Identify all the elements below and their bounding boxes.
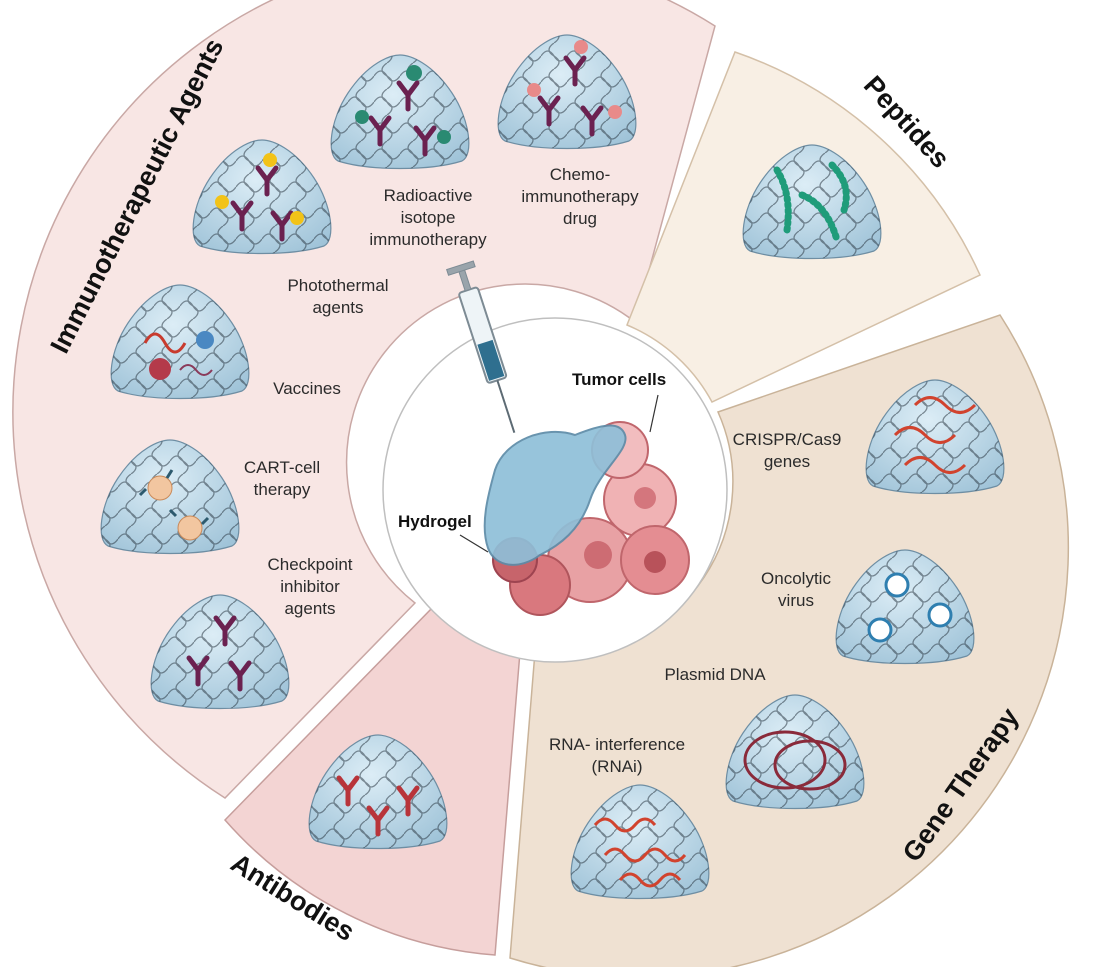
label-line: agents — [312, 298, 363, 317]
syringe-icon — [446, 260, 516, 433]
plasmid-gel-graphic — [725, 694, 865, 810]
rnai-gel-graphic — [570, 784, 710, 900]
label-line: isotope — [401, 208, 456, 227]
chemo-label: Chemo-immunotherapy drug — [521, 165, 639, 228]
sector-immunotherapeutic-agents — [12, 0, 716, 799]
cart-gel-graphic — [100, 439, 240, 555]
label-line: (RNAi) — [592, 757, 643, 776]
label-line: Checkpoint — [267, 555, 352, 574]
label-line: genes — [764, 452, 810, 471]
crispr-label: CRISPR/Cas9 genes — [733, 430, 842, 471]
label-line: therapy — [254, 480, 311, 499]
cart-label: CART-cell therapy — [244, 458, 320, 499]
checkpoint-label: Checkpoint inhibitor agents — [267, 555, 352, 618]
label-line: immunotherapy — [521, 187, 639, 206]
label-line: Chemo- — [550, 165, 610, 184]
hydrogel-graphic — [483, 424, 627, 566]
radioactive-gel-graphic — [330, 54, 470, 170]
label-line: immunotherapy — [369, 230, 487, 249]
oncolytic-label: Oncolytic virus — [761, 569, 831, 610]
label-line: RNA- interference — [549, 735, 685, 754]
vaccines-label: Vaccines — [273, 379, 341, 398]
label-line: virus — [778, 591, 814, 610]
rnai-label: RNA- interference (RNAi) — [549, 735, 685, 776]
label-line: CRISPR/Cas9 — [733, 430, 842, 449]
label-line: Radioactive — [384, 186, 473, 205]
label-line: agents — [284, 599, 335, 618]
label-line: drug — [563, 209, 597, 228]
vaccines-gel-graphic — [110, 284, 250, 400]
label-line: Oncolytic — [761, 569, 831, 588]
hydrogel-label: Hydrogel — [398, 512, 472, 531]
plasmid-label: Plasmid DNA — [664, 665, 766, 684]
photothermal-gel-graphic — [192, 139, 332, 255]
photothermal-label: Photothermal agents — [287, 276, 388, 317]
chemo-gel-graphic — [497, 34, 637, 150]
label-line: inhibitor — [280, 577, 340, 596]
oncolytic-gel-graphic — [835, 549, 975, 665]
label-line: Plasmid DNA — [664, 665, 766, 684]
label-line: Vaccines — [273, 379, 341, 398]
crispr-gel-graphic — [865, 379, 1005, 495]
label-line: CART-cell — [244, 458, 320, 477]
peptides-gel-graphic — [742, 144, 882, 260]
tumor-cells-label: Tumor cells — [572, 370, 666, 389]
radioactive-label: Radioactive isotope immunotherapy — [369, 186, 487, 249]
label-line: Photothermal — [287, 276, 388, 295]
